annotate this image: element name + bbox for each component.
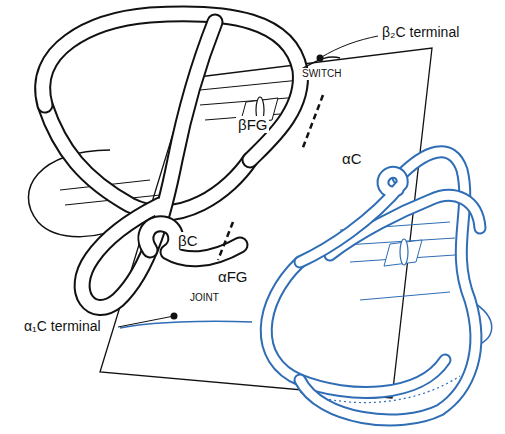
- leader-line: [320, 36, 378, 58]
- terminal-label: β₂C terminal: [380, 24, 461, 40]
- site-label: SWITCH: [300, 68, 343, 80]
- terminal-label: α₁C terminal: [22, 318, 103, 334]
- segment-label: αC: [340, 150, 364, 167]
- segment-label: βFG: [236, 116, 269, 133]
- segment-label: αFG: [216, 268, 250, 285]
- switch-contact: [302, 95, 323, 150]
- site-label: JOINT: [188, 292, 221, 304]
- joint-contact: [218, 222, 233, 260]
- alpha-subunit: [120, 152, 492, 420]
- leader-line: [118, 316, 174, 327]
- segment-label: βC: [176, 232, 199, 249]
